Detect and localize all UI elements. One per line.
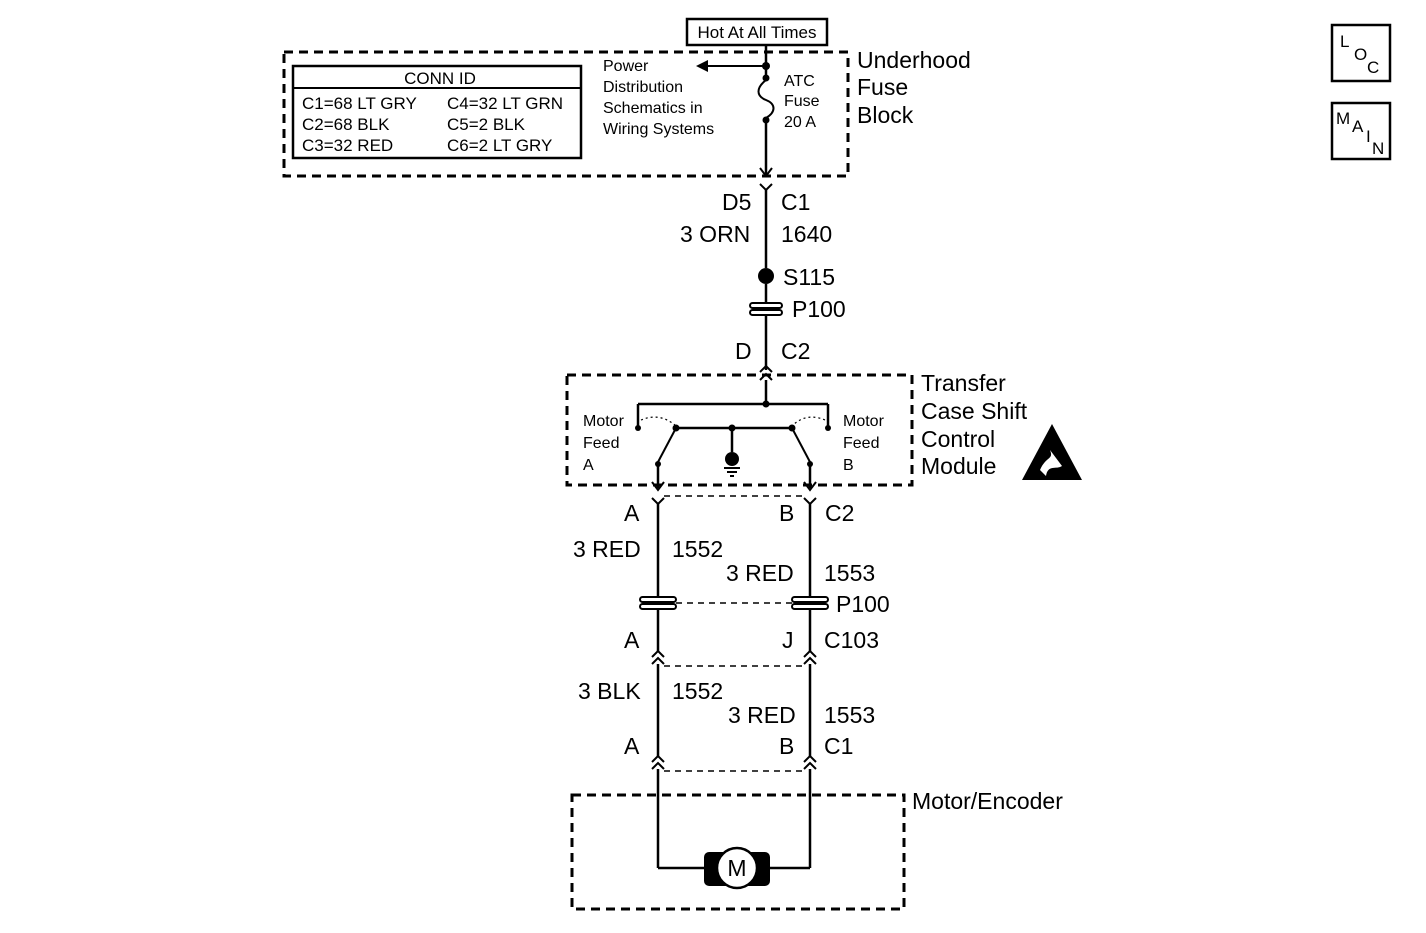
lower-wire-a-color: 3 BLK — [578, 678, 641, 704]
conn-id-c1: C1=68 LT GRY — [302, 94, 417, 113]
module-name-line-4: Module — [921, 453, 996, 479]
feed-connector-label: C1 — [781, 189, 810, 215]
ref-line-2: Distribution — [603, 79, 683, 96]
main-letter-i: I — [1366, 127, 1371, 146]
fuse-block-name-line-3: Block — [857, 102, 914, 128]
loc-letter-c: C — [1367, 58, 1379, 77]
c1-pin-b-label: B — [779, 733, 794, 759]
fuse-label-line-2: Fuse — [784, 93, 820, 110]
main-letter-n: N — [1372, 139, 1384, 158]
loc-letter-o: O — [1354, 45, 1367, 64]
conn-id-c6: C6=2 LT GRY — [447, 136, 552, 155]
inline-p100-b-icon — [791, 596, 829, 610]
motor-feed-b-line-1: Motor — [843, 413, 885, 430]
c1-label: C1 — [824, 733, 853, 759]
hot-at-all-times-box — [685, 17, 829, 47]
c1-pin-a-label: A — [624, 733, 640, 759]
esd-warning-icon — [1022, 424, 1082, 480]
ref-line-1: Power — [603, 58, 649, 75]
fuse-icon — [757, 79, 775, 119]
lower-wire-a-circuit: 1552 — [672, 678, 723, 704]
feed-pin-label: D5 — [722, 189, 751, 215]
conn-id-c4: C4=32 LT GRN — [447, 94, 563, 113]
ref-line-4: Wiring Systems — [603, 121, 714, 138]
c103-pin-j-label: J — [782, 627, 794, 653]
inline-harness-connector-icon — [749, 302, 783, 316]
wire-b-color: 3 RED — [726, 560, 794, 586]
wire-a-circuit: 1552 — [672, 536, 723, 562]
conn-id-c3: C3=32 RED — [302, 136, 393, 155]
switch-b-icon — [791, 427, 811, 463]
fuse-block-name-line-1: Underhood — [857, 47, 971, 73]
c103-label: C103 — [824, 627, 879, 653]
connector-receptacle-icon — [759, 183, 773, 192]
arrow-left-icon — [696, 60, 708, 72]
main-button[interactable]: M A I N — [1330, 101, 1392, 161]
output-pin-a-label: A — [624, 500, 640, 526]
conn-id-c5: C5=2 BLK — [447, 115, 526, 134]
conn-id-title: CONN ID — [404, 69, 476, 88]
motor-feed-a-line-2: Feed — [583, 435, 619, 452]
motor-feed-a-line-1: Motor — [583, 413, 625, 430]
output-inline-p100-label: P100 — [836, 591, 890, 617]
motor-encoder-label: Motor/Encoder — [912, 788, 1063, 814]
motor-feed-a-line-3: A — [583, 457, 594, 474]
ground-icon — [725, 452, 739, 466]
module-name-line-3: Control — [921, 426, 995, 452]
switch-a-icon — [657, 427, 677, 463]
module-connector-label: C2 — [781, 338, 810, 364]
fuse-label-line-1: ATC — [784, 73, 815, 90]
module-name-line-1: Transfer — [921, 370, 1006, 396]
motor-encoder-outline — [570, 793, 906, 911]
conn-id-table: CONN ID C1=68 LT GRY C2=68 BLK C3=32 RED… — [291, 64, 583, 160]
connector-arrow-icon — [759, 167, 773, 178]
module-name-line-2: Case Shift — [921, 398, 1028, 424]
module-pin-label: D — [735, 338, 752, 364]
splice-label: S115 — [783, 264, 835, 290]
fuse-block-name-line-2: Fuse — [857, 74, 908, 100]
c103-pin-a-label: A — [624, 627, 640, 653]
ref-line-3: Schematics in — [603, 100, 703, 117]
motor-feed-b-line-2: Feed — [843, 435, 879, 452]
motor-symbol-label: M — [727, 855, 746, 881]
main-letter-m: M — [1336, 109, 1350, 128]
lower-wire-b-circuit: 1553 — [824, 702, 875, 728]
loc-button[interactable]: L O C — [1330, 23, 1392, 83]
main-letter-a: A — [1352, 117, 1364, 136]
fuse-label-line-3: 20 A — [784, 114, 816, 131]
lower-wire-b-color: 3 RED — [728, 702, 796, 728]
output-pin-b-label: B — [779, 500, 794, 526]
output-connector-label: C2 — [825, 500, 854, 526]
conn-id-c2: C2=68 BLK — [302, 115, 390, 134]
inline-p100-a-icon — [639, 596, 677, 610]
splice-icon — [758, 268, 774, 284]
transfer-case-module-outline — [565, 373, 914, 487]
wire-b-circuit: 1553 — [824, 560, 875, 586]
inline-p100-label: P100 — [792, 296, 846, 322]
wire-a-color: 3 RED — [573, 536, 641, 562]
feed-circuit-number: 1640 — [781, 221, 832, 247]
motor-feed-b-line-3: B — [843, 457, 854, 474]
underhood-fuse-block-outline — [282, 50, 850, 178]
feed-wire-color: 3 ORN — [680, 221, 750, 247]
hot-at-all-times-label: Hot At All Times — [697, 23, 816, 42]
loc-letter-l: L — [1340, 32, 1349, 51]
motor-icon — [704, 846, 770, 890]
